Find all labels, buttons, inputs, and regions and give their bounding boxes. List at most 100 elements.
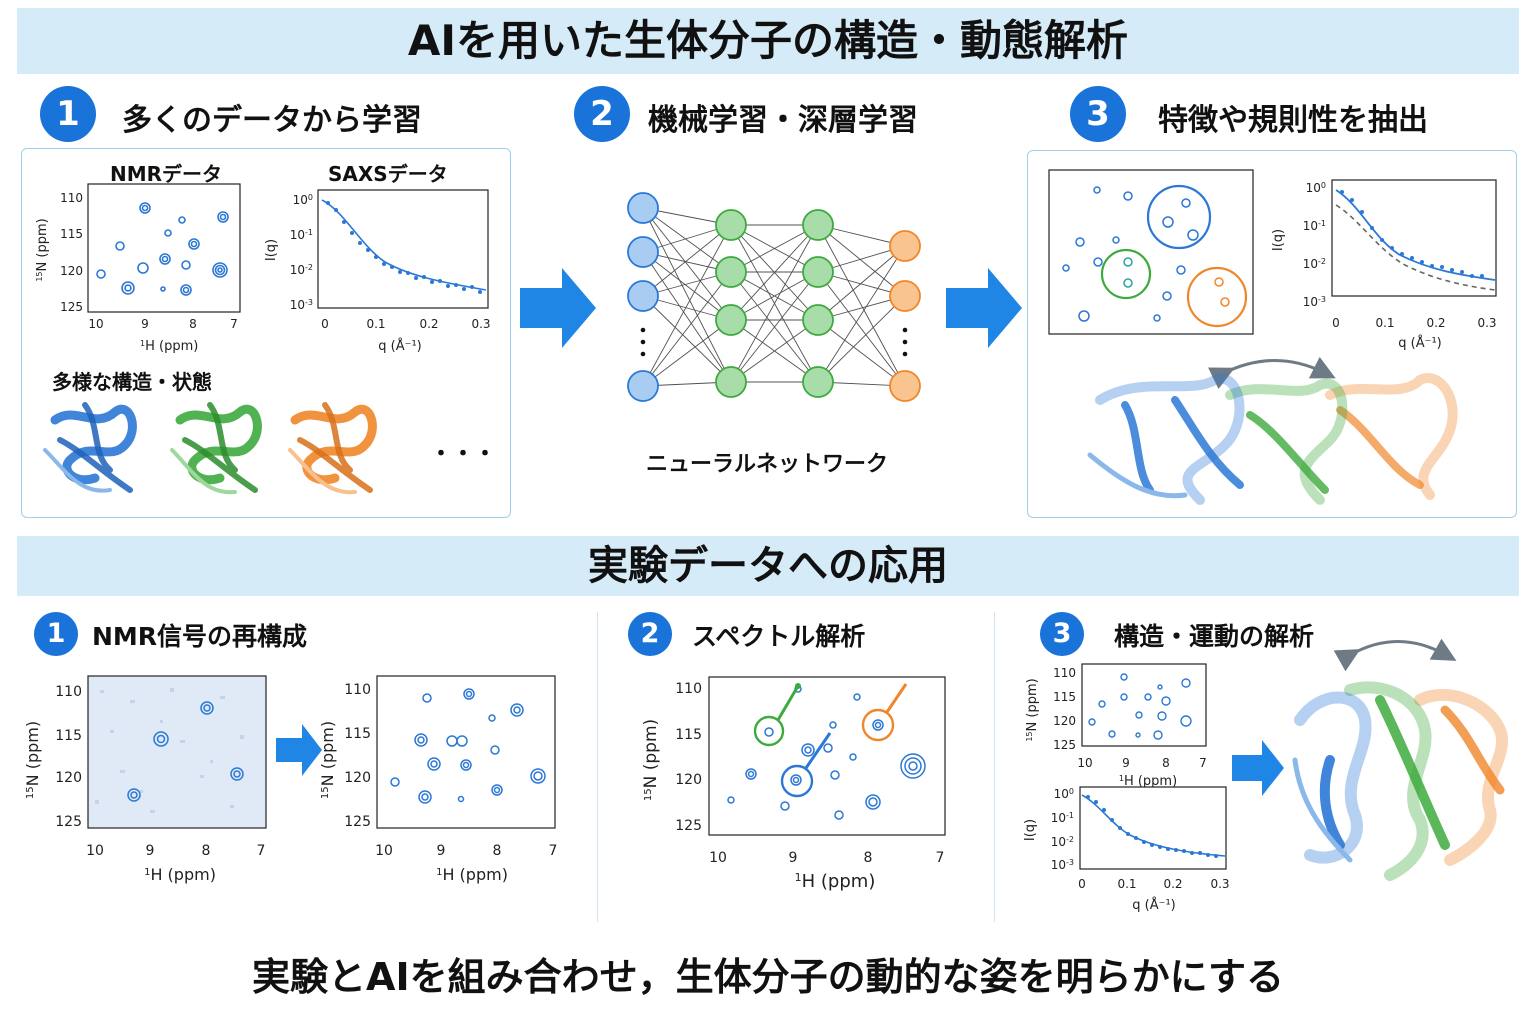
svg-text:115: 115	[675, 727, 702, 743]
nmr-plot-extracted	[1048, 169, 1254, 335]
nmr-plot-small-bottom: 110 115 120 125 10 9 8 7 1H (ppm) 15N (p…	[1025, 663, 1207, 789]
svg-text:0.3: 0.3	[1210, 877, 1229, 891]
svg-text:0: 0	[1332, 316, 1340, 330]
svg-text:0: 0	[321, 317, 329, 331]
diverse-structures-label: 多様な構造・状態	[52, 370, 212, 394]
svg-text:10-3: 10-3	[1303, 295, 1326, 310]
svg-text:110: 110	[1053, 666, 1076, 680]
svg-text:9: 9	[789, 850, 798, 866]
svg-text:15N (ppm): 15N (ppm)	[1025, 678, 1041, 741]
column-divider-2	[994, 612, 995, 922]
protein-ensemble-top	[1087, 373, 1458, 505]
svg-text:1H (ppm): 1H (ppm)	[144, 865, 216, 884]
svg-text:q (Å⁻¹): q (Å⁻¹)	[1398, 335, 1442, 351]
svg-text:110: 110	[55, 684, 82, 700]
svg-text:125: 125	[675, 818, 702, 834]
svg-text:0.1: 0.1	[1117, 877, 1136, 891]
svg-text:115: 115	[55, 728, 82, 744]
svg-text:10-2: 10-2	[1051, 835, 1074, 850]
svg-text:0.1: 0.1	[1375, 316, 1394, 330]
svg-text:1H (ppm): 1H (ppm)	[795, 871, 876, 893]
svg-text:0.2: 0.2	[1163, 877, 1182, 891]
protein-structure-blue	[43, 402, 137, 493]
svg-text:10-3: 10-3	[290, 298, 313, 313]
svg-text:120: 120	[675, 772, 702, 788]
svg-text:110: 110	[675, 681, 702, 697]
step-label-learn: 多くのデータから学習	[122, 103, 422, 138]
nmr-plot-spectral-analysis: 110 115 120 125 10 9 8 7 1H (ppm) 15N (p…	[641, 676, 946, 893]
app-step-number-3: 3	[1040, 612, 1084, 656]
footer-conclusion: 実験とAIを組み合わせ，生体分子の動的な姿を明らかにする	[252, 955, 1284, 999]
svg-text:100: 100	[293, 193, 313, 208]
app-step-number-1: 1	[34, 612, 78, 656]
nmr-plot-top: 110 115 120 125 10 9 8 7 1H (ppm) 15N (p…	[35, 183, 241, 355]
svg-text:q (Å⁻¹): q (Å⁻¹)	[378, 338, 422, 354]
conformation-change-arrow-bottom	[1333, 638, 1457, 672]
protein-structure-orange	[288, 402, 377, 495]
section-title-application: 実験データへの応用	[17, 536, 1519, 596]
svg-text:10-1: 10-1	[1303, 219, 1326, 234]
extracted-features-panel	[1027, 150, 1517, 518]
tick-9: 9	[141, 317, 149, 331]
app-step-label-spectral: スペクトル解析	[692, 622, 866, 651]
svg-text:115: 115	[1053, 690, 1076, 704]
conformation-change-arrow-top	[1207, 356, 1336, 390]
svg-text:10-1: 10-1	[1051, 811, 1074, 826]
arrow-structure	[1232, 740, 1284, 796]
nmr-plot-noisy: 110 115 120 125 10 9 8 7 1H (ppm) 15N (p…	[23, 675, 267, 884]
neural-network-label: ニューラルネットワーク	[646, 452, 889, 477]
saxs-plot-top: 100 10-1 10-2 10-3 0 0.1 0.2 0.3 q (Å⁻¹)…	[264, 189, 491, 354]
svg-text:7: 7	[549, 843, 558, 859]
svg-text:7: 7	[257, 843, 266, 859]
tick-8: 8	[189, 317, 197, 331]
svg-text:0.3: 0.3	[471, 317, 490, 331]
protein-ensemble-bottom	[1292, 681, 1508, 881]
saxs-data-title: SAXSデータ	[328, 162, 448, 186]
svg-text:8: 8	[493, 843, 502, 859]
svg-text:15N (ppm): 15N (ppm)	[23, 721, 42, 799]
svg-text:1H (ppm): 1H (ppm)	[436, 865, 508, 884]
svg-text:100: 100	[1306, 181, 1326, 196]
svg-text:I(q): I(q)	[1271, 229, 1286, 251]
main-title: AIを用いた生体分子の構造・動態解析	[17, 8, 1519, 74]
step-number-1: 1	[40, 86, 96, 142]
svg-text:120: 120	[344, 770, 371, 786]
arrow-right-2	[946, 268, 1022, 348]
svg-text:125: 125	[344, 814, 371, 830]
step-number-3: 3	[1070, 86, 1126, 142]
saxs-plot-extracted: 100 10-1 10-2 10-3 0 0.1 0.2 0.3 q (Å⁻¹)…	[1271, 179, 1497, 351]
svg-text:10-1: 10-1	[290, 228, 313, 243]
tick-10: 10	[88, 317, 103, 331]
arrow-reconstruct	[276, 724, 322, 776]
column-divider-1	[597, 612, 598, 922]
protein-structure-green	[170, 402, 262, 495]
tick-7: 7	[230, 317, 238, 331]
svg-text:0.2: 0.2	[1426, 316, 1445, 330]
tick-115: 115	[60, 227, 83, 241]
svg-text:0.1: 0.1	[366, 317, 385, 331]
svg-text:1H (ppm): 1H (ppm)	[140, 339, 198, 355]
app-step-label-structure: 構造・運動の解析	[1114, 622, 1315, 651]
app-step-label-reconstruct: NMR信号の再構成	[92, 622, 308, 651]
svg-text:q (Å⁻¹): q (Å⁻¹)	[1132, 897, 1176, 913]
svg-text:125: 125	[55, 814, 82, 830]
svg-text:100: 100	[1054, 787, 1074, 802]
svg-text:8: 8	[1162, 756, 1170, 770]
svg-text:120: 120	[55, 770, 82, 786]
svg-text:I(q): I(q)	[264, 239, 279, 261]
svg-text:8: 8	[202, 843, 211, 859]
neural-network	[627, 192, 921, 402]
svg-text:8: 8	[864, 850, 873, 866]
svg-text:10: 10	[375, 843, 393, 859]
svg-text:7: 7	[936, 850, 945, 866]
tick-125: 125	[60, 300, 83, 314]
saxs-plot-small-bottom: 100 10-1 10-2 10-3 0 0.1 0.2 0.3 q (Å⁻¹)…	[1023, 786, 1230, 913]
tick-120: 120	[60, 264, 83, 278]
arrow-right-1	[520, 268, 596, 348]
step-label-ml: 機械学習・深層学習	[648, 103, 918, 138]
svg-text:115: 115	[344, 726, 371, 742]
svg-text:15N (ppm): 15N (ppm)	[318, 721, 337, 799]
step-number-2: 2	[574, 86, 630, 142]
svg-text:0.2: 0.2	[419, 317, 438, 331]
